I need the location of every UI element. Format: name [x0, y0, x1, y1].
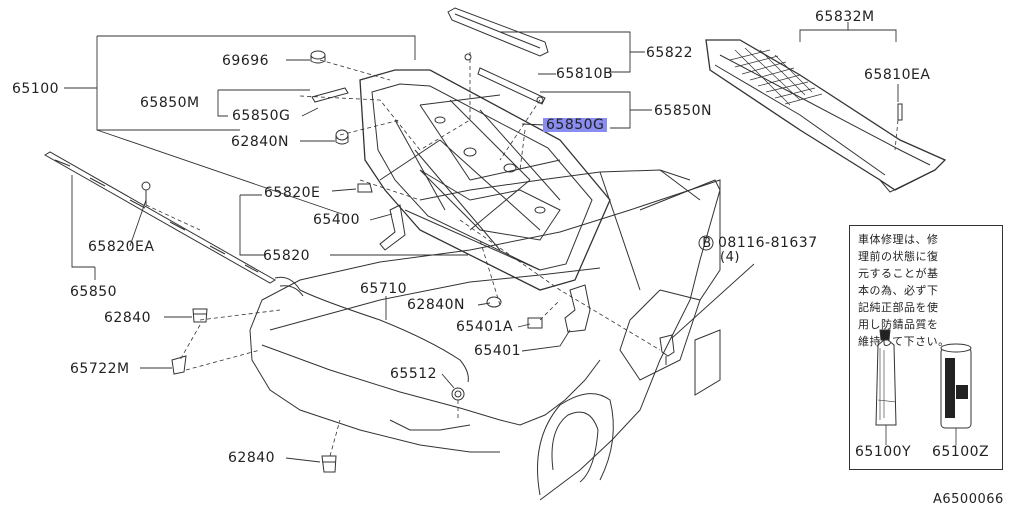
part-label-65832m[interactable]: 65832M — [815, 9, 875, 25]
part-label-65512[interactable]: 65512 — [390, 366, 438, 382]
part-label-65810ea[interactable]: 65810EA — [864, 67, 931, 83]
part-label-65810b[interactable]: 65810B — [556, 66, 614, 82]
part-label-65850n[interactable]: 65850N — [654, 103, 713, 119]
diagram-id: A6500066 — [933, 492, 1004, 507]
repair-note-text: 車体修理は、修 理前の状態に復 元することが基 本の為、必ず下 記純正部品を使 … — [858, 233, 950, 348]
hood-seal-strip — [447, 7, 549, 57]
part-label-65400[interactable]: 65400 — [313, 212, 361, 228]
part-label-65850g-left[interactable]: 65850G — [232, 108, 291, 124]
part-label-65820e[interactable]: 65820E — [264, 185, 321, 201]
cowl-grille — [705, 39, 947, 191]
part-label-65100z[interactable]: 65100Z — [932, 444, 990, 460]
part-label-65710[interactable]: 65710 — [360, 281, 408, 297]
part-label-65100y[interactable]: 65100Y — [855, 444, 912, 460]
part-label-65722m[interactable]: 65722M — [70, 361, 130, 377]
part-label-65401[interactable]: 65401 — [474, 343, 522, 359]
bolt-type-mark: B — [702, 236, 712, 251]
part-label-62840n-top[interactable]: 62840N — [231, 134, 290, 150]
part-label-65820ea[interactable]: 65820EA — [88, 239, 155, 255]
part-label-65822[interactable]: 65822 — [646, 45, 694, 61]
legend-products — [875, 329, 972, 445]
part-label-65850g-right-highlighted[interactable]: 65850G — [543, 118, 608, 132]
part-label-62840-lower[interactable]: 62840 — [228, 450, 276, 466]
car-body-outline — [249, 179, 721, 501]
hood-lock — [564, 284, 591, 333]
bolt-symbol-circle — [698, 235, 714, 251]
part-label-65850m[interactable]: 65850M — [140, 95, 200, 111]
part-label-69696[interactable]: 69696 — [222, 53, 270, 69]
hood-outline — [359, 69, 611, 291]
part-label-65820[interactable]: 65820 — [263, 248, 311, 264]
repair-note-box: 車体修理は、修 理前の状態に復 元することが基 本の為、必ず下 記純正部品を使 … — [849, 225, 1003, 470]
part-label-62840n-mid[interactable]: 62840N — [407, 297, 466, 313]
part-label-62840-left[interactable]: 62840 — [104, 310, 152, 326]
part-quantity: (4) — [720, 250, 740, 265]
hood-stay-rod — [477, 67, 546, 105]
release-cable — [274, 276, 469, 383]
hood-lock-bracket — [379, 204, 406, 251]
front-seal-strip — [44, 151, 276, 284]
part-label-08116-81637[interactable]: 08116-81637 — [718, 235, 818, 251]
part-label-65401a[interactable]: 65401A — [456, 319, 514, 335]
part-label-65100[interactable]: 65100 — [12, 81, 60, 97]
part-label-65850[interactable]: 65850 — [70, 284, 118, 300]
